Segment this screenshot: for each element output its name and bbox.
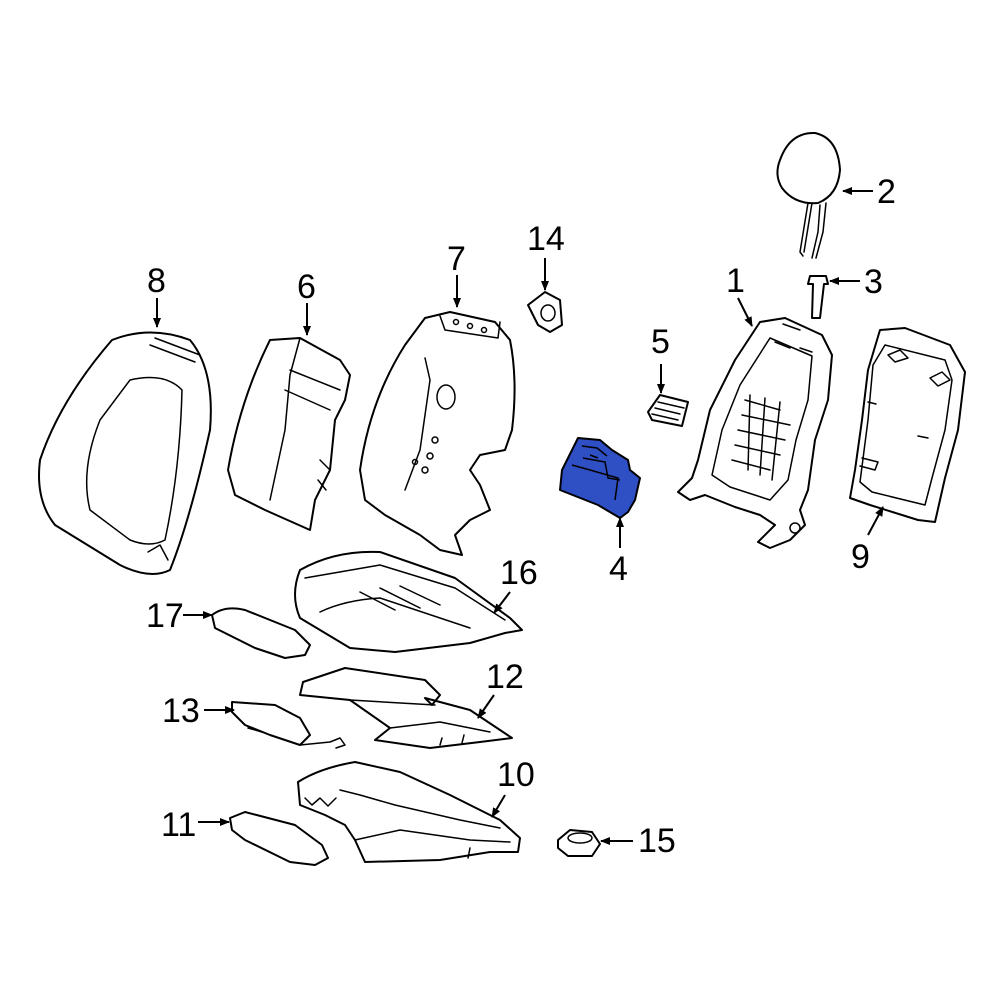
part-11-side-trim[interactable] — [229, 811, 329, 866]
callout-10: 10 — [497, 756, 535, 794]
part-7-backrest-shell[interactable] — [359, 311, 516, 556]
callout-16: 16 — [500, 554, 538, 592]
callout-5: 5 — [651, 323, 670, 361]
part-5-connector[interactable] — [647, 394, 689, 427]
part-13-heating-mat[interactable] — [231, 701, 346, 749]
callout-4: 4 — [609, 550, 628, 588]
part-6-back-panel[interactable] — [227, 337, 351, 531]
part-17-bolster[interactable] — [211, 607, 311, 659]
part-15-module[interactable] — [557, 829, 601, 857]
leader-lines — [153, 187, 884, 845]
part-4-highlighted-panel[interactable] — [559, 437, 641, 519]
part-9-rear-panel[interactable] — [849, 327, 966, 523]
callout-14: 14 — [527, 220, 565, 258]
callout-6: 6 — [297, 268, 316, 306]
callout-1: 1 — [726, 262, 745, 300]
part-16-seat-cushion-cover[interactable] — [294, 550, 523, 653]
callout-11: 11 — [161, 806, 196, 844]
part-3-guide-sleeve[interactable] — [807, 275, 829, 319]
part-1-backrest-frame[interactable] — [677, 317, 833, 549]
callout-3: 3 — [864, 263, 883, 301]
callout-9: 9 — [851, 538, 870, 576]
callout-labels: 1 2 3 4 5 6 7 8 9 10 11 12 13 14 15 16 1… — [146, 173, 896, 860]
part-14-clip[interactable] — [527, 291, 563, 333]
callout-13: 13 — [162, 692, 200, 730]
part-8-backrest-cover[interactable] — [38, 331, 212, 575]
part-12-seat-pad[interactable] — [299, 667, 513, 749]
part-10-seat-base[interactable] — [297, 761, 521, 863]
callout-17: 17 — [146, 597, 184, 635]
callout-12: 12 — [486, 658, 524, 696]
callout-2: 2 — [877, 173, 896, 211]
callout-8: 8 — [147, 262, 166, 300]
callout-7: 7 — [447, 240, 466, 278]
callout-15: 15 — [638, 822, 676, 860]
part-2-headrest[interactable] — [776, 131, 841, 259]
